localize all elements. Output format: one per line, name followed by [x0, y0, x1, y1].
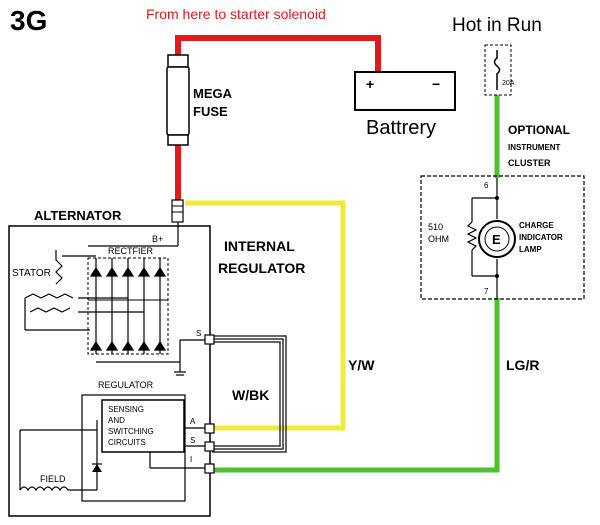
rectifier-diodes: [88, 258, 168, 354]
a-terminal-label: A: [190, 417, 196, 426]
b-plus-label: B+: [152, 234, 163, 244]
i-terminal-label: I: [190, 455, 192, 464]
field-winding: [19, 429, 97, 492]
ohm-label-1: 510: [428, 222, 443, 232]
lamp-label-3: LAMP: [519, 245, 542, 254]
alternator-label: ALTERNATOR: [34, 208, 122, 223]
green-wire-bottom: [210, 298, 500, 473]
instrument-cluster: [420, 175, 585, 300]
battery-minus: −: [432, 76, 440, 92]
s-terminal-top: S: [196, 329, 201, 338]
internal-regulator-label-1: INTERNAL: [224, 238, 295, 254]
sensing-label-1: SENSING: [108, 405, 144, 414]
fuse-20a: [484, 44, 512, 96]
battery: [354, 71, 456, 111]
sensing-circuits-block: [101, 399, 185, 453]
lamp-label-2: INDICATOR: [519, 233, 563, 242]
wbk-wire-label: W/BK: [232, 387, 269, 403]
alternator: [8, 222, 215, 517]
lamp-symbol: E: [492, 232, 501, 247]
sensing-label-3: SWITCHING: [108, 427, 154, 436]
yellow-wire-yw: [185, 200, 346, 431]
charge-lamp-icon: [478, 220, 516, 258]
pin-7-label: 7: [484, 287, 489, 296]
pin-6-label: 6: [484, 181, 489, 190]
stator-label: STATOR: [12, 268, 51, 279]
optional-label-1: OPTIONAL: [508, 123, 570, 137]
sensing-label-2: AND: [108, 416, 125, 425]
internal-regulator-label-2: REGULATOR: [218, 260, 305, 276]
mega-fuse-label-2: FUSE: [193, 104, 228, 119]
red-wire-top: [175, 35, 381, 75]
lamp-label-1: CHARGE: [519, 221, 554, 230]
battery-label: Battrery: [366, 117, 436, 139]
lgr-wire-label: LG/R: [506, 357, 539, 373]
mega-fuse-label-1: MEGA: [193, 86, 233, 101]
stator-windings: [24, 250, 144, 331]
fuse-20a-label: 20A: [502, 80, 515, 87]
mega-fuse: [166, 54, 190, 146]
diagram-title: 3G: [10, 5, 47, 36]
wbk-wire-loop: [210, 335, 287, 453]
field-label: FIELD: [40, 474, 66, 484]
terminals: [204, 334, 215, 474]
sensing-label-4: CIRCUITS: [108, 438, 146, 447]
optional-label-2: INSTRUMENT: [508, 143, 561, 152]
rectifier-label: RECTFIER: [108, 246, 154, 256]
hot-in-run-label: Hot in Run: [452, 15, 542, 36]
ohm-label-2: OHM: [428, 234, 449, 244]
starter-note: From here to starter solenoid: [146, 6, 326, 22]
s-terminal-label: S: [190, 436, 195, 445]
regulator-block: [81, 394, 186, 502]
battery-plus: +: [366, 76, 374, 92]
regulator-label: REGULATOR: [98, 380, 154, 390]
yw-wire-label: Y/W: [348, 357, 375, 373]
b-plus-connector: [171, 199, 184, 223]
optional-label-3: CLUSTER: [508, 158, 551, 168]
